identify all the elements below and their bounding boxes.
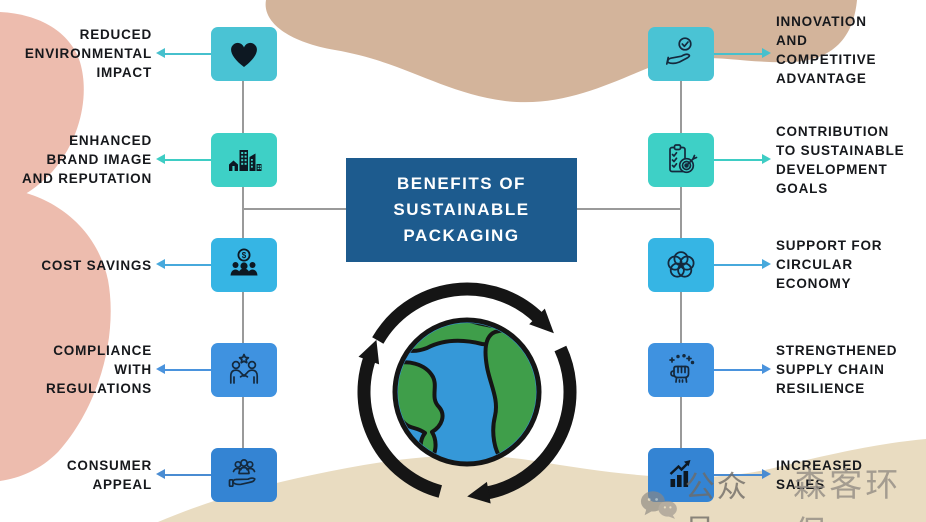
right-title-connector [577,208,681,210]
benefit-square-cost-savings: $ [211,238,277,292]
heart-icon [231,42,257,67]
pink-left-blob [0,188,111,481]
benefit-label-contribution: CONTRIBUTION TO SUSTAINABLE DEVELOPMENT … [776,124,905,196]
flower-icon [667,251,695,278]
benefit-label-cost-savings: COST SAVINGS [41,258,152,273]
benefit-label-innovation: INNOVATION AND COMPETITIVE ADVANTAGE [776,14,877,86]
fist-icon [669,354,695,383]
hand-check-icon [665,37,692,65]
benefit-label-brand-image: ENHANCED BRAND IMAGE AND REPUTATION [22,133,152,186]
benefit-square-reduced-impact [211,27,277,81]
benefit-label-supply-chain: STRENGTHENED SUPPLY CHAIN RESILIENCE [776,343,898,396]
pink-topleft-blob [0,12,84,204]
watermark-prefix: 公众号 [684,471,749,522]
watermark: 公众号 森客环保 [640,458,926,522]
left-title-connector [243,208,347,210]
recycle-globe-graphic [332,272,602,522]
benefit-square-consumer-appeal [211,448,277,502]
clipboard-target-icon [669,144,698,174]
benefit-square-contribution [648,133,714,187]
tan-top-blob [265,0,857,103]
benefit-square-supply-chain [648,343,714,397]
city-buildings-icon [229,150,262,171]
benefit-label-increased-sales: INCREASED SALES [776,458,863,492]
benefit-square-innovation [648,27,714,81]
benefit-label-reduced-impact: REDUCED ENVIRONMENTAL IMPACT [24,27,152,80]
svg-text:$: $ [242,251,247,260]
benefit-label-consumer-appeal: CONSUMER APPEAL [66,458,152,492]
handshake-star-icon [229,353,259,384]
bar-chart-icon [669,460,691,487]
people-dollar-icon: $ [230,248,258,276]
benefit-square-brand-image [211,133,277,187]
wechat-icon [640,491,677,519]
hand-people-icon [228,459,256,488]
benefit-square-circular-economy [648,238,714,292]
beige-bottom-blob [158,439,926,522]
benefit-label-circular-economy: SUPPORT FOR CIRCULAR ECONOMY [776,238,883,291]
recycle-arrowheads [358,308,554,504]
watermark-name: 森客环保 [793,466,902,522]
benefit-label-compliance: COMPLIANCE WITH REGULATIONS [45,343,152,396]
page-title: BENEFITS OF SUSTAINABLE PACKAGING [346,158,577,262]
recycle-arrows [357,282,577,500]
benefit-square-compliance [211,343,277,397]
